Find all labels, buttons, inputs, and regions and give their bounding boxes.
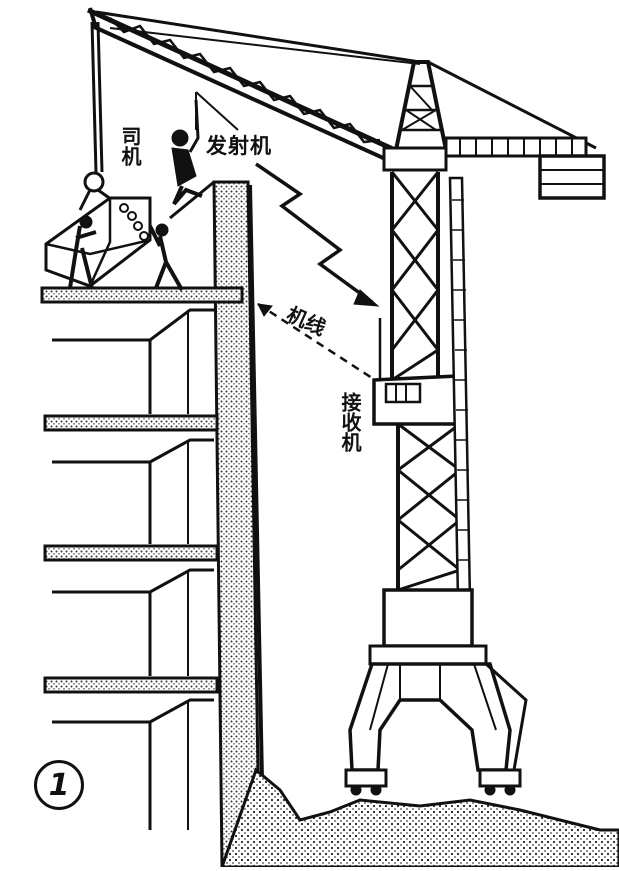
figure-number: 1 [48,767,70,803]
hoist-and-load [44,21,184,291]
crane-jib [86,7,421,164]
receiver-label: 接收机 [338,392,362,452]
figure-number-badge: 1 [34,760,84,810]
building [40,180,264,867]
ground [219,767,619,869]
transmitter-label: 发射机 [206,134,272,158]
crane-mast [372,60,472,602]
wired-line [257,302,373,380]
counter-jib [427,60,606,200]
radio-signal-arrow [255,162,380,307]
signalman-label: 司机 [118,126,142,166]
crane-portal-base [344,588,528,796]
signalman-figure [171,91,239,206]
